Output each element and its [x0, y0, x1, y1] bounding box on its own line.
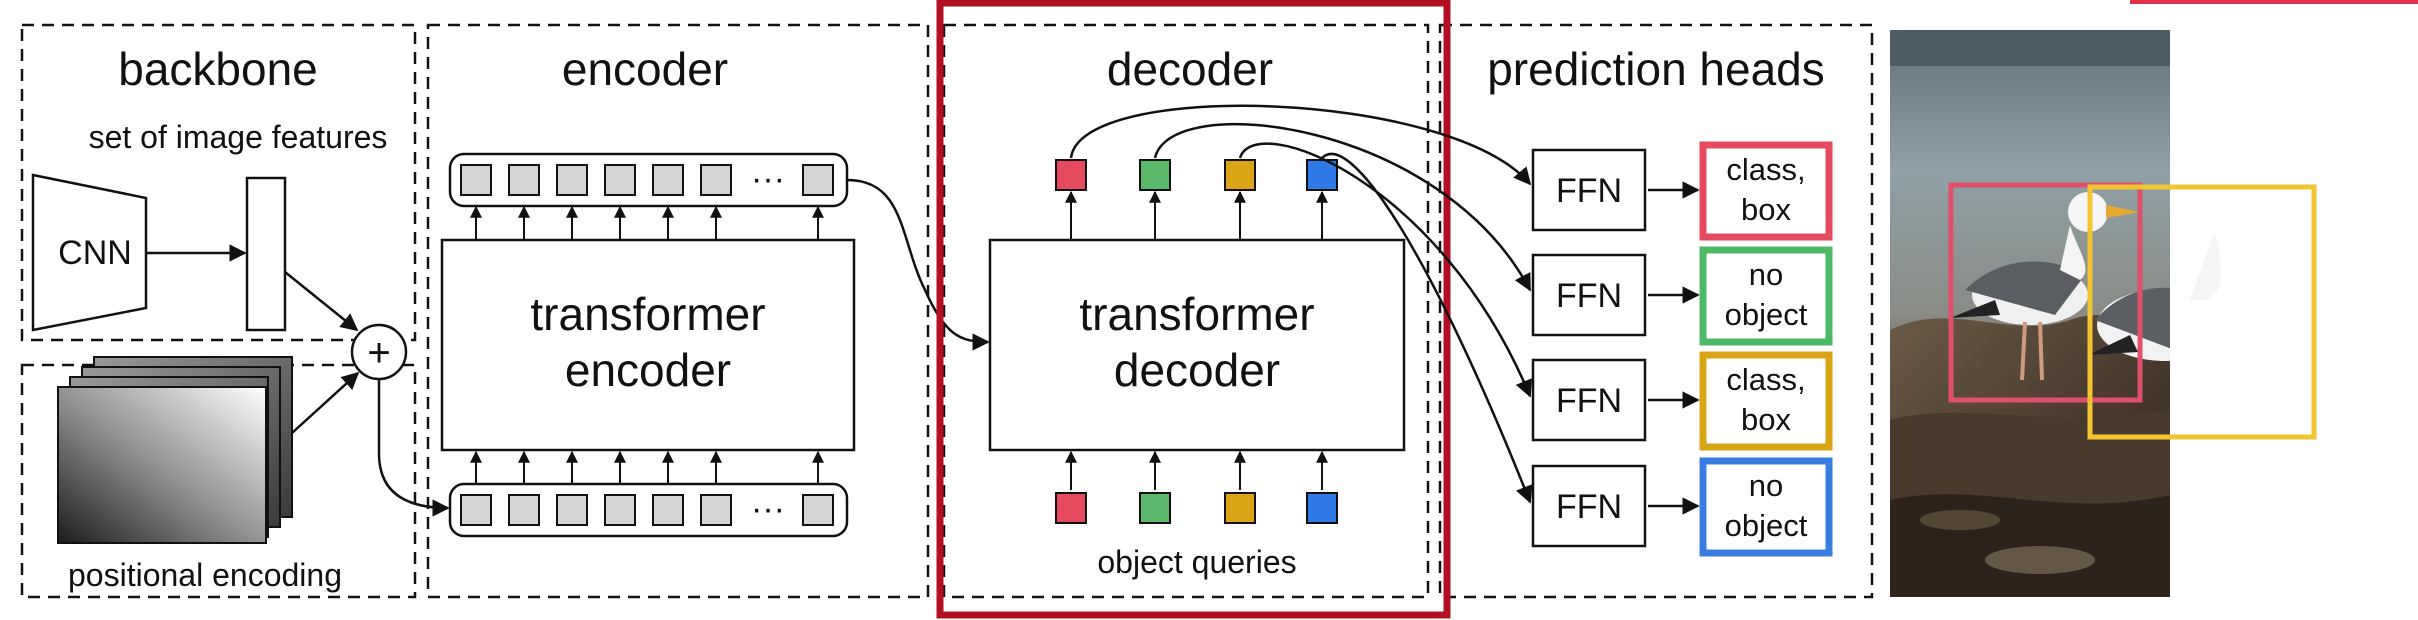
- encoder-output-tokens: [460, 164, 834, 196]
- encoder-output-token: [652, 164, 684, 196]
- encoder-output-token: [700, 164, 732, 196]
- prediction-head: FFN class, box: [1531, 141, 1833, 241]
- prediction-output-box: [1699, 246, 1833, 346]
- seagull-left: [1950, 192, 2140, 381]
- encoder-arrows: [470, 205, 824, 484]
- ffn-box: [1531, 148, 1647, 232]
- decoder-output-embedding: [1055, 159, 1087, 191]
- section-frames: [20, 23, 1874, 599]
- backbone-title: backbone: [118, 43, 318, 95]
- encoder-bottom-ellipsis: ···: [751, 490, 785, 528]
- prediction-line1: class,: [1726, 362, 1805, 397]
- decoder-output-embedding: [1224, 159, 1256, 191]
- encoder-output-token: [508, 164, 540, 196]
- prediction-heads-title: prediction heads: [1487, 43, 1825, 95]
- prediction-line1: no: [1749, 468, 1783, 503]
- prediction-line2: object: [1725, 508, 1808, 543]
- cnn-label: CNN: [58, 234, 132, 272]
- encoder-bottom-token-strip: [448, 482, 849, 538]
- transformer-encoder-box: [440, 238, 856, 452]
- transformer-decoder-line1: transformer: [1079, 288, 1314, 340]
- pe-to-sum-arrow: [291, 371, 360, 434]
- encoder-top-ellipsis: ···: [751, 160, 785, 198]
- decoder-frame: [942, 23, 1430, 599]
- ffn-label: FFN: [1556, 172, 1622, 210]
- detection-box-red: [1948, 182, 2143, 403]
- ffn-box: [1531, 358, 1647, 442]
- sum-to-bottom-tokens-arrow: [377, 379, 450, 517]
- encoder-frame: [426, 23, 930, 599]
- encoder-input-token: [604, 494, 636, 526]
- encoder-output-token: [604, 164, 636, 196]
- encoder-input-token: [508, 494, 540, 526]
- encoder-input-token: [700, 494, 732, 526]
- heads-frame: [1438, 23, 1874, 599]
- positional-encoding-stack: [57, 356, 293, 544]
- prediction-line2: object: [1725, 297, 1808, 332]
- positional-frame: [20, 363, 417, 599]
- seagull-right-figure: [2088, 287, 2170, 361]
- transformer-decoder-box: [988, 238, 1406, 452]
- prediction-line1: class,: [1726, 152, 1805, 187]
- ffn-label: FFN: [1556, 488, 1622, 526]
- encoder-input-token: [556, 494, 588, 526]
- encoder-title: encoder: [562, 43, 728, 95]
- seagulls-photo: [1890, 30, 2170, 597]
- prediction-output-box: [1699, 457, 1833, 557]
- seagull-right-head: [2190, 230, 2222, 300]
- object-query: [1055, 492, 1087, 524]
- sum-symbol: +: [367, 331, 390, 375]
- prediction-output-box: [1699, 351, 1833, 451]
- ffn-box: [1531, 253, 1647, 337]
- cnn-trapezoid: [31, 173, 148, 332]
- feature-map-rect: [245, 176, 287, 332]
- transformer-decoder-line2: decoder: [1114, 344, 1280, 396]
- image-features-label: set of image features: [89, 119, 388, 155]
- object-query: [1306, 492, 1338, 524]
- prediction-heads: FFNclass,boxFFNnoobjectFFNclass,boxFFNno…: [1531, 141, 1833, 557]
- encoder-output-token: [460, 164, 492, 196]
- features-to-sum-arrow: [284, 271, 359, 332]
- encoder-input-token: [802, 494, 834, 526]
- decoder-title: decoder: [1107, 43, 1273, 95]
- prediction-head: FFN no object: [1531, 246, 1833, 346]
- encoder-input-token: [652, 494, 684, 526]
- object-query: [1224, 492, 1256, 524]
- encoder-output-token: [556, 164, 588, 196]
- decoder-output-embedding: [1139, 159, 1171, 191]
- object-queries-label: object queries: [1097, 544, 1296, 580]
- prediction-line2: box: [1741, 402, 1791, 437]
- prediction-head: FFN class, box: [1531, 351, 1833, 451]
- decoder-to-heads-arrows: [1069, 104, 1533, 504]
- encoder-input-tokens: [460, 494, 834, 526]
- ffn-box: [1531, 464, 1647, 548]
- ffn-label: FFN: [1556, 277, 1622, 315]
- positional-encoding-label: positional encoding: [68, 557, 342, 593]
- prediction-output-box: [1699, 141, 1833, 241]
- backbone-frame: [20, 23, 417, 342]
- prediction-line1: no: [1749, 257, 1783, 292]
- detection-box-yellow: [2087, 184, 2317, 440]
- prediction-head: FFN no object: [1531, 457, 1833, 557]
- transformer-encoder-line2: encoder: [565, 344, 731, 396]
- prediction-line2: box: [1741, 192, 1791, 227]
- object-query: [1139, 492, 1171, 524]
- encoder-input-token: [460, 494, 492, 526]
- encoder-to-decoder-arrow: [846, 178, 990, 351]
- decoder-output-embedding: [1306, 159, 1338, 191]
- encoder-output-token: [802, 164, 834, 196]
- transformer-encoder-line1: transformer: [530, 288, 765, 340]
- decoder-output-embeddings: [1055, 159, 1338, 240]
- decoder-highlight-frame: [936, 0, 1451, 619]
- object-query-embeddings: [1055, 450, 1338, 524]
- ffn-label: FFN: [1556, 382, 1622, 420]
